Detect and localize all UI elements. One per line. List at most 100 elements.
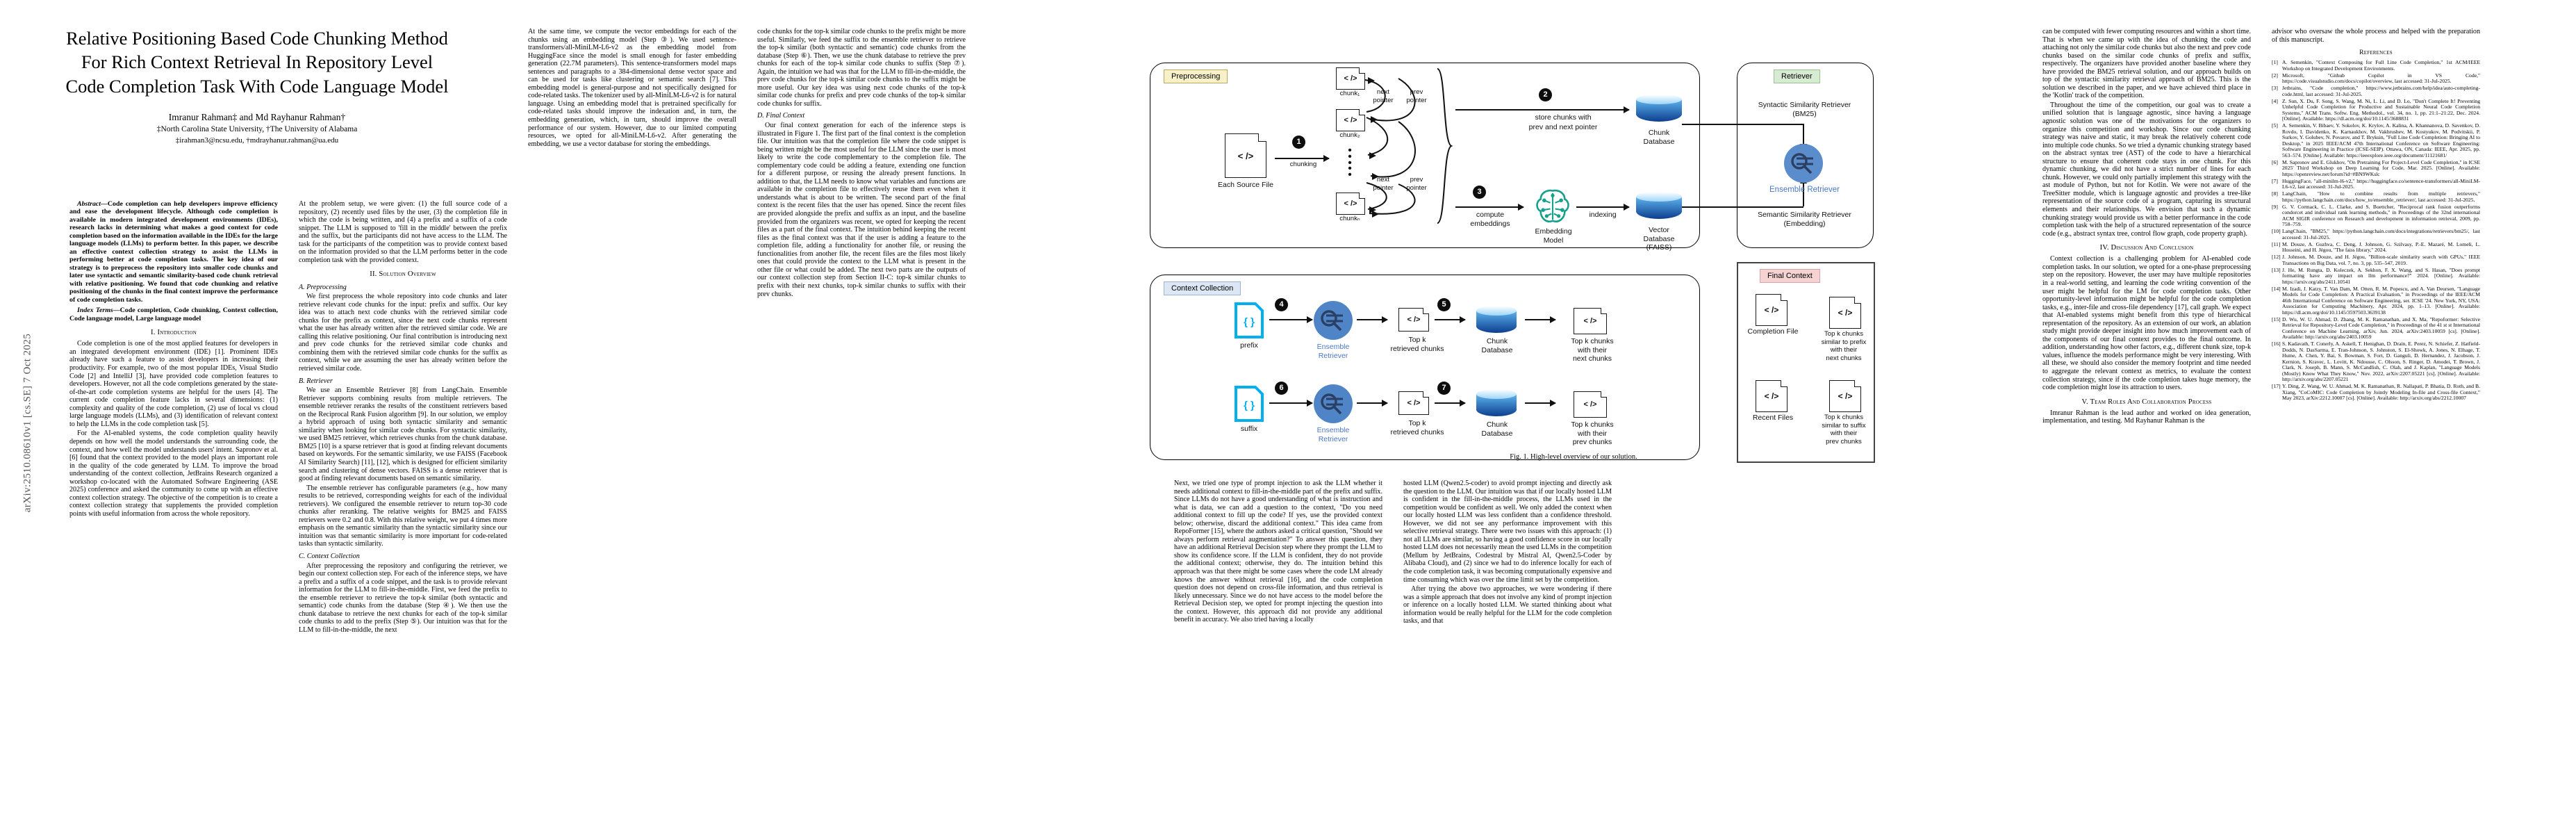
abstract-body: —Code completion can help developers imp…: [69, 200, 278, 304]
reference-text: Microsoft, "Github Copilot in VS Code," …: [2282, 72, 2480, 85]
column-4: code chunks for the top-k similar code c…: [757, 28, 966, 820]
vector-database-label: Vector Database (FAISS): [1643, 226, 1675, 252]
reference-item: [9]G. V. Cormack, C. L. Clarke, and S. B…: [2272, 204, 2480, 228]
code-glyph: < />: [1344, 74, 1357, 83]
reference-text: A. Semenkin, V. Bibaev, Y. Sokolov, K. K…: [2282, 122, 2480, 158]
compute-embeddings-label: compute embeddings: [1470, 211, 1510, 228]
chunk-group-brace: [1437, 68, 1453, 224]
suffix-to-retriever-arrow: [1269, 400, 1313, 407]
reference-item: [15]D. Wu, W. U. Ahmad, D. Zhang, M. K. …: [2272, 316, 2480, 341]
vector-database-icon: [1636, 191, 1682, 223]
reference-number: [1]: [2272, 59, 2278, 66]
section-team-roles: V. Team Roles And Collaboration Process: [2081, 398, 2212, 406]
recent-files-label: Recent Files: [1752, 414, 1794, 422]
reference-text: HuggingFace, "all-minilm-l6-v2," https:/…: [2282, 177, 2480, 190]
db-to-prev-arrow: [1525, 400, 1556, 407]
ensemble-retriever-label-prefix: Ensemble Retriever: [1316, 343, 1350, 360]
reference-number: [16]: [2272, 341, 2281, 348]
source-file-label: Each Source File: [1218, 181, 1273, 189]
retriever-to-topk-arrow-2: [1357, 400, 1388, 407]
vertical-dots-icon: •••••: [1348, 145, 1352, 181]
reference-text: A. Semenkin, "Context Composing for Full…: [2282, 59, 2480, 72]
column-7: can be computed with fewer computing res…: [2042, 28, 2251, 820]
final-suffix-chunks-icon: < />: [1821, 372, 1861, 412]
step-5-badge: 5: [1437, 298, 1451, 311]
embedding-model-label: Embedding Model: [1535, 227, 1572, 245]
topk-retrieved-label-1: Top k retrieved chunks: [1390, 336, 1444, 353]
topk-to-db-arrow-2: [1435, 400, 1466, 407]
reference-text: M. Izadi, J. Katzy, T. Van Dam, M. Otten…: [2282, 285, 2480, 316]
store-chunks-label-1: store chunks with: [1535, 113, 1592, 122]
section-introduction: I. Introduction: [151, 329, 197, 337]
col3-paragraph-1: At the same time, we compute the vector …: [528, 28, 736, 148]
col6-paragraph-2: After trying the above two approaches, w…: [1403, 585, 1612, 626]
reference-item: [8]LangChain, "How to combine results fr…: [2272, 190, 2480, 203]
step-4-badge: 4: [1275, 298, 1288, 311]
indexing-label: indexing: [1589, 211, 1617, 219]
page-title: Relative Positioning Based Code Chunking…: [42, 26, 472, 98]
chunk-1-label: chunk₁: [1339, 90, 1360, 97]
column-8: advisor who oversaw the whole process an…: [2272, 28, 2480, 820]
completion-file-label: Completion File: [1747, 327, 1799, 336]
dogear: [1258, 133, 1266, 142]
compute-embeddings-arrow: [1455, 204, 1524, 211]
topk-retrieved-chunks-1-icon: < />: [1390, 300, 1429, 332]
syntactic-retriever-label: Syntactic Similarity Retriever (BM25): [1758, 101, 1851, 118]
col2-paragraph-4: The ensemble retriever has configurable …: [299, 484, 507, 548]
reference-number: [8]: [2272, 190, 2278, 197]
reference-list: [1] A. Semenkin, "Context Composing for F…: [2272, 59, 2480, 402]
reference-item: [11]M. Douze, A. Guzhva, C. Deng, J. Joh…: [2272, 241, 2480, 254]
topk-prev-chunks-icon: < />: [1565, 383, 1607, 418]
title-line-3: Code Completion Task With Code Language …: [65, 75, 449, 97]
dogear: [1601, 308, 1607, 314]
col8-intro: advisor who oversaw the whole process an…: [2272, 28, 2480, 44]
reference-number: [4]: [2272, 97, 2278, 104]
reference-text: Y. Ding, Z. Wang, W. U. Ahmad, M. K. Ram…: [2282, 383, 2480, 402]
reference-number: [12]: [2272, 254, 2281, 261]
col2-paragraph-1: At the problem setup, we were given: (1)…: [299, 200, 507, 264]
step-7-badge: 7: [1437, 382, 1451, 395]
step-3-badge: 3: [1473, 186, 1486, 199]
step-6-badge: 6: [1275, 382, 1288, 395]
dogear: [1854, 380, 1861, 387]
topk-prev-label: Top k chunks with their prev chunks: [1571, 420, 1614, 447]
reference-number: [2]: [2272, 72, 2278, 79]
title-line-1: Relative Positioning Based Code Chunking…: [66, 28, 448, 49]
completion-file-icon: < />: [1756, 293, 1788, 326]
author-affiliations: ‡North Carolina State University, †The U…: [156, 125, 358, 134]
source-file-icon: < />: [1225, 133, 1267, 178]
svg-text:{ }: { }: [1244, 316, 1255, 328]
reference-number: [3]: [2272, 85, 2278, 92]
code-glyph: < />: [1583, 400, 1597, 409]
reference-item: [5] A. Semenkin, V. Bibaev, Y. Sokolov, K…: [2272, 122, 2480, 158]
prefix-to-retriever-arrow: [1269, 316, 1313, 323]
bm25-connector: [1682, 124, 1803, 125]
step-2-badge: 2: [1539, 88, 1552, 101]
chunking-label: chunking: [1289, 161, 1317, 168]
subsection-context-collection: C. Context Collection: [299, 553, 360, 560]
abstract-lead: Abstract: [77, 200, 101, 208]
topk-next-label: Top k chunks with their next chunks: [1571, 337, 1614, 363]
bm25-arrow-down: [1800, 124, 1807, 150]
figure-1-diagram: Preprocessing < /> Each Source File 1 ch…: [1150, 24, 1997, 469]
final-prefix-chunks-icon: < />: [1821, 288, 1861, 329]
context-collection-box: [1150, 275, 1700, 460]
reference-item: [1] A. Semenkin, "Context Composing for F…: [2272, 59, 2480, 72]
prev-pointer-label-top: prev pointer: [1406, 88, 1427, 104]
subsection-preprocessing: A. Preprocessing: [299, 283, 347, 291]
column-2: At the problem setup, we were given: (1)…: [299, 200, 507, 826]
col2-paragraph-2: We first preprocess the whole repository…: [299, 293, 507, 373]
dogear: [1781, 380, 1787, 387]
reference-number: [5]: [2272, 122, 2278, 129]
reference-item: [10]LangChain, "BM25," https://python.la…: [2272, 228, 2480, 240]
step-1-badge: 1: [1292, 136, 1305, 149]
prev-pointer-label-bottom: prev pointer: [1406, 176, 1427, 192]
code-glyph: < />: [1764, 391, 1779, 401]
reference-number: [10]: [2272, 228, 2281, 235]
reference-text: Z. Sun, X. Du, F. Song, S. Wang, M. Ni, …: [2282, 97, 2480, 122]
chunk-database-icon-2: [1476, 305, 1517, 334]
column-1: Abstract—Code completion can help develo…: [69, 200, 278, 826]
reference-number: [6]: [2272, 158, 2278, 165]
prefix-label: prefix: [1240, 341, 1258, 350]
chunk-n-label: chunkₙ: [1339, 215, 1360, 222]
